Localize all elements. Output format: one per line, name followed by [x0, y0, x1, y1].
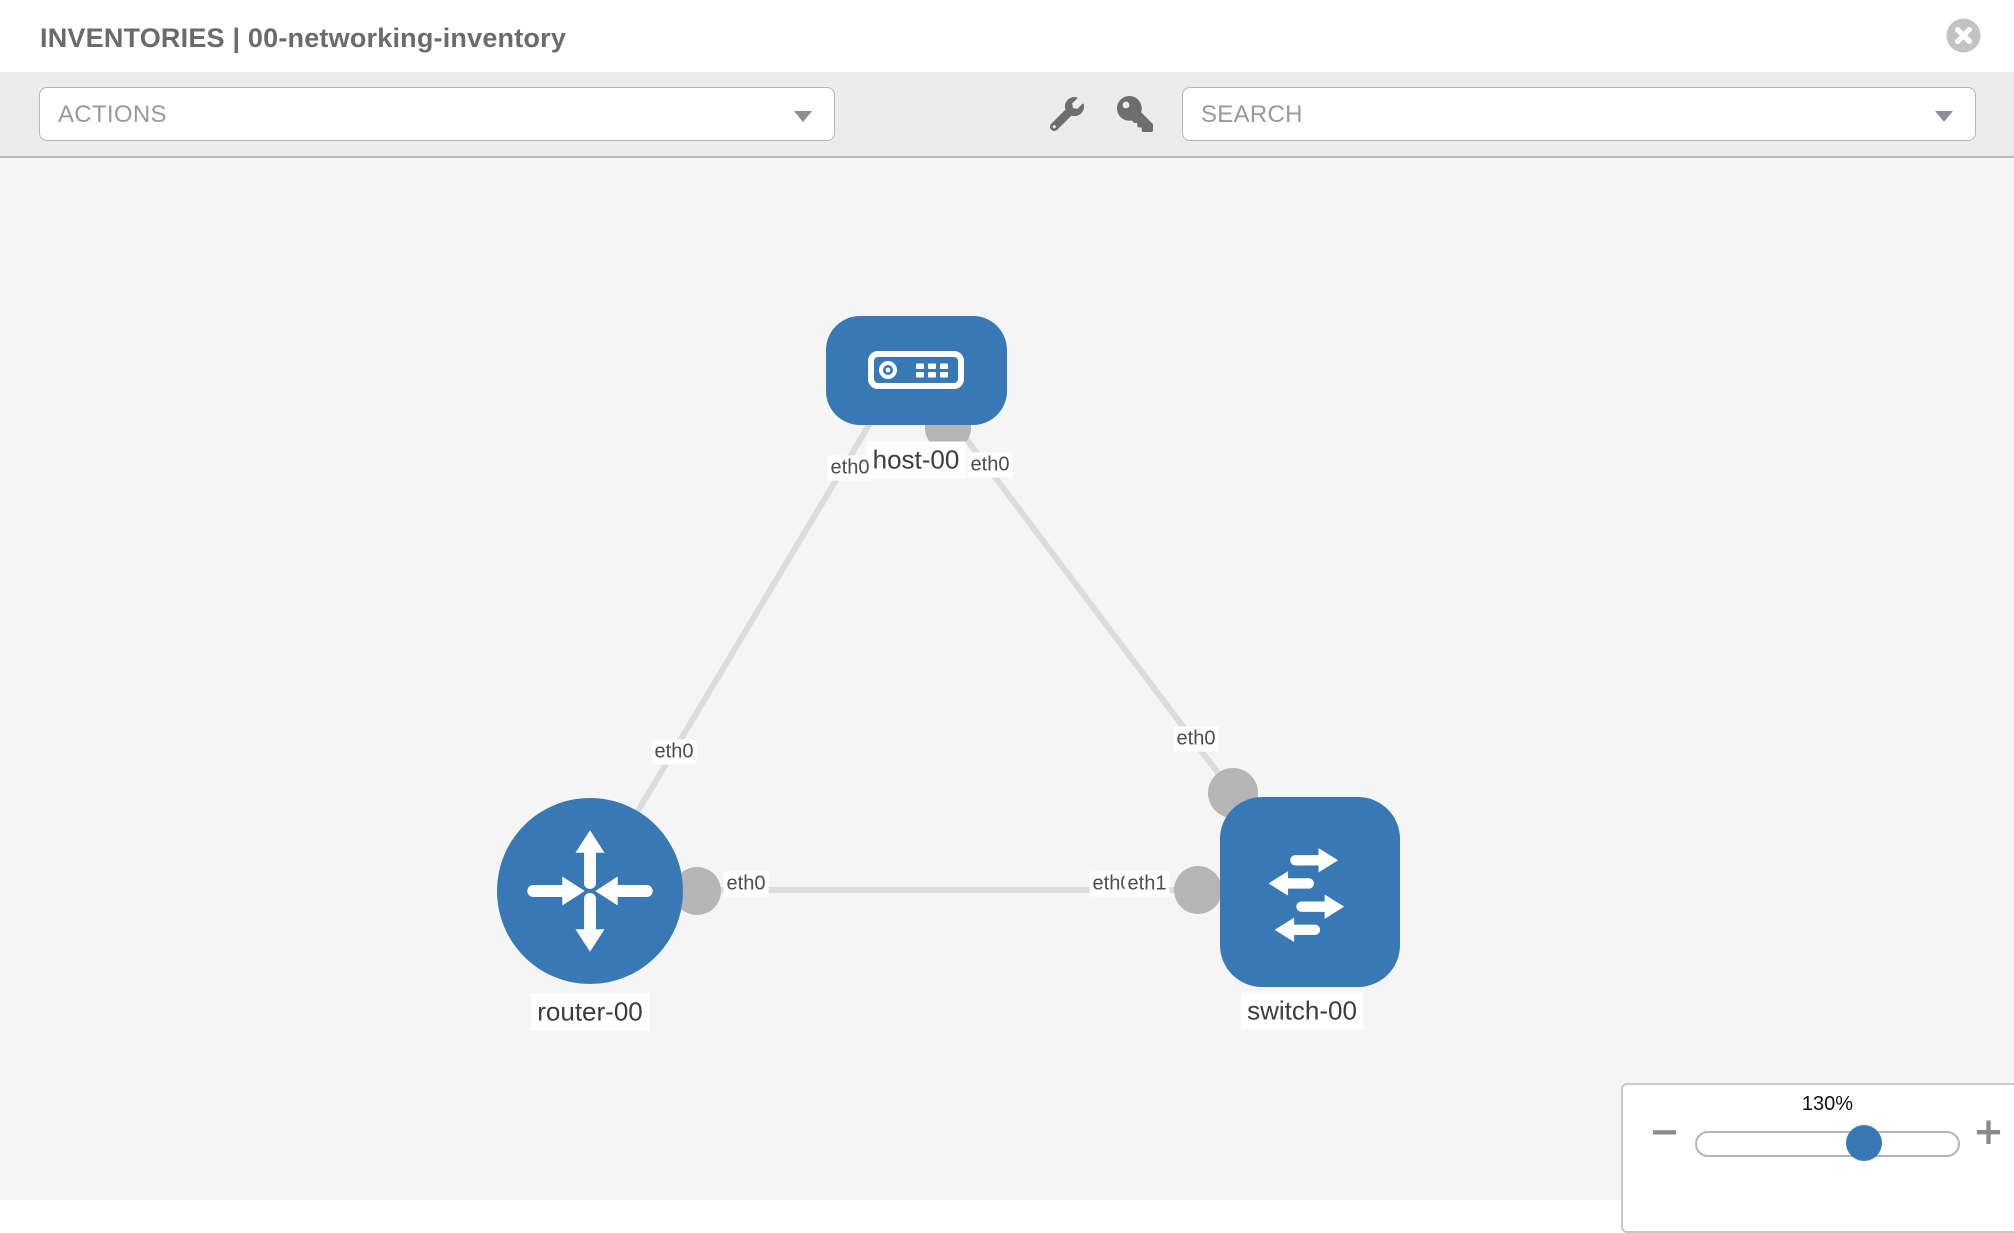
interface-label: eth0 [967, 452, 1013, 478]
credentials-button[interactable] [1116, 96, 1154, 134]
configure-button[interactable] [1048, 96, 1086, 134]
zoom-slider[interactable] [1695, 1125, 1960, 1161]
actions-dropdown-label: ACTIONS [58, 101, 167, 128]
search-dropdown[interactable]: SEARCH [1182, 87, 1976, 141]
router-icon [527, 830, 653, 952]
switch-icon [1268, 848, 1345, 943]
toolbar: ACTIONS SEARCH [0, 72, 2014, 156]
key-icon [1117, 96, 1153, 135]
interface-label: eth1 [1124, 871, 1170, 897]
search-placeholder: SEARCH [1201, 101, 1303, 128]
close-button[interactable] [1945, 17, 1982, 54]
host-icon [868, 351, 964, 389]
interface-label: eth0 [651, 739, 697, 765]
node-label-switch-00: switch-00 [1241, 992, 1363, 1030]
node-switch-00[interactable] [1220, 797, 1400, 987]
actions-dropdown[interactable]: ACTIONS [39, 87, 835, 141]
topology-canvas[interactable] [0, 156, 2014, 1200]
interface-label: eth0 [723, 871, 769, 897]
zoom-level-label: 130% [1801, 1093, 1854, 1115]
page-title: INVENTORIES | 00-networking-inventory [40, 23, 567, 53]
wrench-icon [1049, 96, 1084, 134]
chevron-down-icon [794, 111, 812, 122]
interface-label: eth0 [1173, 726, 1219, 752]
node-label-host-00: host-00 [866, 441, 966, 479]
interface-label: eth0 [827, 455, 873, 481]
circle-x-icon [1945, 18, 1982, 57]
zoom-panel: 130% − + [1621, 1083, 2014, 1233]
node-label-router-00: router-00 [531, 993, 649, 1031]
zoom-in-button[interactable]: + [1973, 1110, 2005, 1153]
zoom-slider-thumb[interactable] [1846, 1125, 1883, 1161]
zoom-out-button[interactable]: − [1649, 1110, 1681, 1153]
node-router-00[interactable] [497, 798, 683, 984]
node-host-00[interactable] [825, 315, 1007, 425]
chevron-down-icon [1935, 111, 1953, 122]
header: INVENTORIES | 00-networking-inventory [0, 0, 2014, 73]
